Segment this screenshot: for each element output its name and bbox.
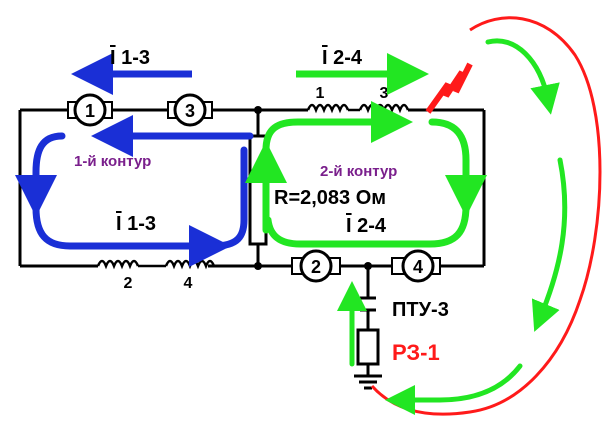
- fault-path: [370, 16, 602, 416]
- roman-i: I: [322, 47, 328, 69]
- current-label-top-left: I 1-3: [110, 47, 150, 69]
- machine-2-label: 2: [311, 257, 321, 277]
- lightning-bolt-icon: [425, 62, 473, 114]
- machine-3-label: 3: [185, 101, 195, 121]
- junction-dot: [254, 106, 262, 114]
- current-label-text: 1-3: [116, 47, 150, 69]
- contour-1-label: 1-й контур: [74, 153, 151, 170]
- machine-4-label: 4: [413, 257, 423, 277]
- svg-text:I 2-4: I 2-4: [346, 215, 387, 237]
- switch-contact-icon: [360, 292, 376, 312]
- switch-label: ПТУ-3: [392, 299, 449, 321]
- current-label-top-right: I 2-4: [322, 47, 363, 69]
- machine-4: 4: [391, 249, 441, 283]
- machine-2: 2: [291, 249, 341, 283]
- winding-label-4: 4: [184, 275, 193, 292]
- current-loop-1: [15, 115, 254, 267]
- current-label-text: 2-4: [328, 47, 363, 69]
- ground-symbol-icon: [354, 374, 382, 390]
- relay-label: РЗ-1: [392, 340, 440, 365]
- current-label-text: 1-3: [122, 213, 156, 235]
- machine-1: 1: [67, 93, 113, 127]
- junction-dot: [254, 262, 262, 270]
- winding-label-2: 2: [124, 275, 133, 292]
- svg-text:I 1-3: I 1-3: [110, 47, 150, 69]
- resistance-label: R=2,083 Ом: [274, 187, 386, 209]
- current-label-inner-right: I 2-4: [346, 215, 387, 237]
- roman-i: I: [110, 47, 116, 69]
- relay-coil: [356, 328, 380, 366]
- current-loop-2: [245, 101, 487, 248]
- winding-bottom: [96, 259, 216, 270]
- svg-text:I 2-4: I 2-4: [322, 47, 363, 69]
- winding-label-3: 3: [380, 85, 389, 102]
- machine-1-label: 1: [85, 101, 95, 121]
- svg-text:I 1-3: I 1-3: [116, 213, 156, 235]
- winding-top-left: [306, 103, 410, 114]
- roman-i: I: [116, 213, 122, 235]
- junction-dot: [364, 262, 372, 270]
- current-label-text: 2-4: [352, 215, 387, 237]
- machine-3: 3: [167, 93, 213, 127]
- fault-current-loop: [337, 38, 568, 415]
- contour-2-label: 2-й контур: [320, 163, 397, 180]
- winding-label-1: 1: [316, 85, 325, 102]
- current-label-inner-left: I 1-3: [116, 213, 156, 235]
- roman-i: I: [346, 215, 352, 237]
